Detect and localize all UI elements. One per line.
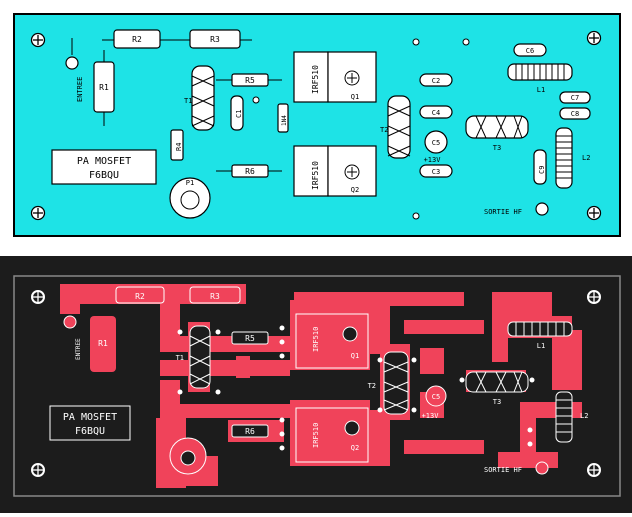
b-transistor-q2 xyxy=(295,407,369,463)
c1-label: C1 xyxy=(235,110,243,118)
mount-hole-b-br xyxy=(586,462,602,478)
capacitor-c2 xyxy=(419,73,453,87)
c2-label: C2 xyxy=(432,77,440,85)
pads xyxy=(177,325,535,451)
c4-label: C4 xyxy=(432,109,440,117)
mount-hole-br xyxy=(586,205,602,221)
t3-label: T3 xyxy=(493,144,501,152)
b-t3-label: T3 xyxy=(493,398,501,406)
diode-label: 1N4 xyxy=(281,115,288,126)
resistor-r4 xyxy=(170,129,184,161)
b-resistor-r2 xyxy=(115,286,165,304)
resistor-r3 xyxy=(189,29,241,49)
t2-label: T2 xyxy=(380,126,388,134)
transformer-t3 xyxy=(465,115,529,139)
capacitor-c9 xyxy=(533,149,547,185)
transformer-t1 xyxy=(191,65,215,131)
b-r6-label: R6 xyxy=(245,427,255,436)
q2-part: IRF510 xyxy=(311,161,320,190)
capacitor-c7 xyxy=(559,91,591,104)
potentiometer-p1 xyxy=(169,177,211,219)
b-resistor-r5 xyxy=(231,331,269,345)
r2-label: R2 xyxy=(132,35,142,44)
b-t1-label: T1 xyxy=(176,354,184,362)
transformer-t2 xyxy=(387,95,411,159)
q1-label: Q1 xyxy=(351,93,359,101)
q1-part: IRF510 xyxy=(311,65,320,94)
output-label-top: SORTIE HF xyxy=(484,208,522,216)
c7-label: C7 xyxy=(571,94,579,102)
transistor-q2-body xyxy=(293,145,329,197)
capacitor-c6 xyxy=(513,43,547,57)
b-supply-label: +13V xyxy=(422,412,440,420)
r3-label: R3 xyxy=(210,35,220,44)
capacitor-c5 xyxy=(424,130,448,154)
c9-label: C9 xyxy=(538,166,546,174)
b-title-line2: F6BQU xyxy=(75,426,105,437)
c6-label: C6 xyxy=(526,47,534,55)
b-l1-label: L1 xyxy=(537,342,545,350)
p1-label: P1 xyxy=(186,179,194,187)
top-view: ENTREE R1 R2 R3 T1 C1 R5 R6 1N4 R4 xyxy=(13,13,621,237)
b-c5-label: C5 xyxy=(432,393,440,401)
inductor-l2 xyxy=(555,127,573,189)
title-line1-top: PA MOSFET xyxy=(77,156,131,167)
mount-hole-b-tl xyxy=(30,289,46,305)
b-r3-label: R3 xyxy=(210,292,220,301)
c8-label: C8 xyxy=(571,110,579,118)
b-resistor-r3 xyxy=(189,286,241,304)
b-t2-label: T2 xyxy=(368,382,376,390)
mount-hole-b-tr xyxy=(586,289,602,305)
title-line2-top: F6BQU xyxy=(89,170,119,181)
b-title-line1: PA MOSFET xyxy=(63,412,117,423)
b-r1-label: R1 xyxy=(98,339,108,348)
capacitor-c1 xyxy=(230,95,244,131)
input-pad xyxy=(65,56,79,70)
q2-label: Q2 xyxy=(351,186,359,194)
b-transformer-t3 xyxy=(465,371,529,393)
output-pad xyxy=(535,202,549,216)
title-box-top xyxy=(51,149,157,185)
capacitor-c3 xyxy=(419,164,453,178)
b-title-box xyxy=(49,405,131,441)
t1-label: T1 xyxy=(184,97,192,105)
r1-label: R1 xyxy=(99,83,109,92)
r5-label: R5 xyxy=(245,76,255,85)
r6-label: R6 xyxy=(245,167,255,176)
l1-label: L1 xyxy=(537,86,545,94)
b-input-label: ENTREE xyxy=(75,338,82,360)
b-q1-part: IRF510 xyxy=(312,327,320,352)
b-q2-label: Q2 xyxy=(351,444,359,452)
b-output-label: SORTIE HF xyxy=(484,466,522,474)
c3-label: C3 xyxy=(432,168,440,176)
c5-label: C5 xyxy=(432,139,440,147)
b-resistor-r6 xyxy=(231,424,269,438)
b-r5-label: R5 xyxy=(245,334,255,343)
b-q2-part: IRF510 xyxy=(312,423,320,448)
bottom-view: R2 R3 R1 R5 R6 ENTREE T1 PA MOSFET F6BQU… xyxy=(0,256,632,513)
resistor-r1 xyxy=(93,61,115,113)
b-transformer-t1 xyxy=(189,325,211,389)
capacitor-c8 xyxy=(559,107,591,120)
resistor-r2 xyxy=(113,29,161,49)
bottom-board-outline xyxy=(13,275,621,497)
b-transformer-t2 xyxy=(383,351,409,415)
input-label: ENTREE xyxy=(76,77,84,102)
diode xyxy=(277,103,289,133)
b-transistor-q1 xyxy=(295,313,369,369)
mount-hole-tr xyxy=(586,30,602,46)
mount-hole-tl xyxy=(30,32,46,48)
capacitor-c4 xyxy=(419,105,453,119)
l2-label: L2 xyxy=(582,154,590,162)
b-q1-label: Q1 xyxy=(351,352,359,360)
mount-hole-b-bl xyxy=(30,462,46,478)
b-l2-label: L2 xyxy=(580,412,588,420)
supply-label-top: +13V xyxy=(424,156,442,164)
mount-hole-bl xyxy=(30,205,46,221)
b-r2-label: R2 xyxy=(135,292,145,301)
b-inductor-l2 xyxy=(555,391,573,443)
r4-label: R4 xyxy=(175,143,183,151)
